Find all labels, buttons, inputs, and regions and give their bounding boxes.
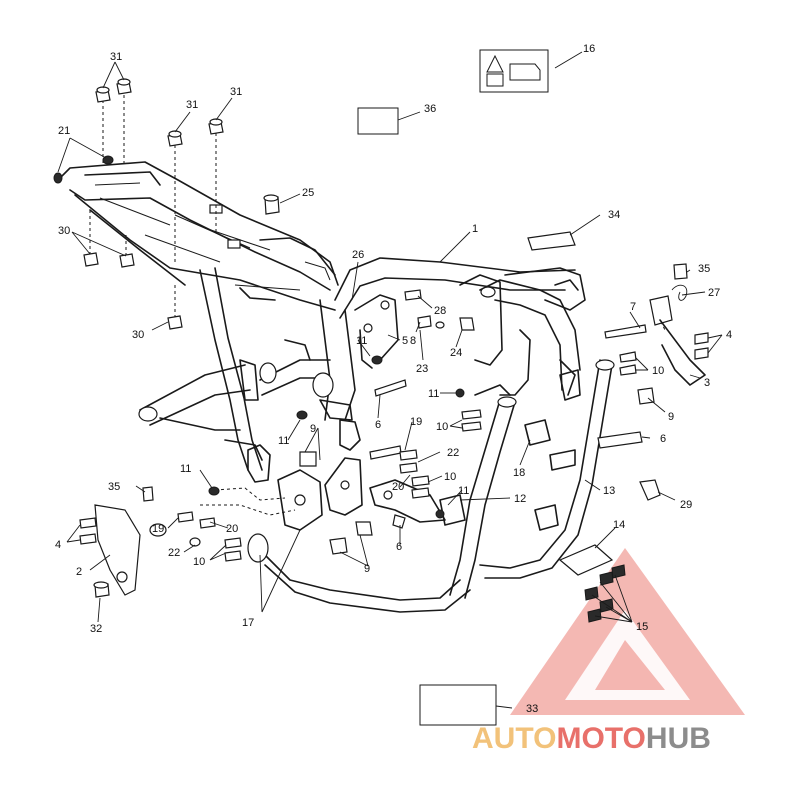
callout-2: 2	[76, 566, 82, 578]
callout-22: 22	[447, 447, 459, 459]
hardware-parts	[53, 78, 709, 623]
leader-lines	[57, 51, 723, 709]
callout-9: 9	[668, 411, 674, 423]
warning-triangle-icon	[486, 54, 504, 73]
oil-can-icon	[509, 63, 541, 81]
callout-25: 25	[302, 187, 314, 199]
callout-15: 15	[636, 621, 648, 633]
main-frame-right	[247, 267, 615, 613]
watermark-triangle-core	[595, 640, 665, 690]
callout-11: 11	[458, 485, 469, 497]
callout-9: 9	[310, 423, 316, 435]
callout-31: 31	[110, 51, 122, 63]
callout-1: 1	[472, 223, 478, 235]
engine-mount-bracket	[299, 317, 655, 555]
plate-14	[558, 544, 614, 576]
callout-12: 12	[514, 493, 526, 505]
clip-29	[639, 479, 661, 501]
pad-34	[527, 231, 576, 251]
callout-35: 35	[698, 263, 710, 275]
callout-8: 8	[410, 335, 416, 347]
callout-30: 30	[132, 329, 144, 341]
callout-32: 32	[90, 623, 102, 635]
callout-labels: 1 2 3 4 4 5 6 6 6 7 8 9 9 9 10 10 10 10 …	[55, 43, 732, 715]
callout-24: 24	[450, 347, 462, 359]
callout-6: 6	[396, 541, 402, 553]
callout-6: 6	[375, 419, 381, 431]
callout-34: 34	[608, 209, 620, 221]
callout-6: 6	[660, 433, 666, 445]
rear-fender-support	[59, 161, 339, 311]
watermark-auto: AUTO	[472, 722, 556, 755]
callout-35: 35	[108, 481, 120, 493]
callout-5: 5	[402, 335, 408, 347]
callout-10: 10	[652, 365, 664, 377]
callout-13: 13	[603, 485, 615, 497]
callout-29: 29	[680, 499, 692, 511]
callout-26: 26	[352, 249, 364, 261]
callout-19: 19	[152, 523, 164, 535]
label-box-36	[357, 107, 399, 135]
label-box-33	[419, 684, 497, 726]
callout-11: 11	[356, 335, 367, 347]
callout-7: 7	[630, 301, 636, 313]
callout-3: 3	[704, 377, 710, 389]
callout-17: 17	[242, 617, 254, 629]
callout-30: 30	[58, 225, 70, 237]
flange-nut-31	[95, 78, 224, 147]
callout-31: 31	[230, 86, 242, 98]
callout-22: 22	[168, 547, 180, 559]
callout-16: 16	[583, 43, 595, 55]
callout-11: 11	[278, 435, 289, 447]
callout-11: 11	[428, 388, 439, 400]
callout-36: 36	[424, 103, 436, 115]
callout-19: 19	[410, 416, 422, 428]
callout-18: 18	[513, 467, 525, 479]
main-frame-body	[199, 257, 576, 531]
callout-31: 31	[186, 99, 198, 111]
watermark-moto: MOTO	[556, 722, 645, 755]
callout-27: 27	[708, 287, 720, 299]
callout-23: 23	[416, 363, 428, 375]
swingarm-left	[138, 364, 251, 431]
alignment-lines	[89, 95, 666, 516]
hex-nut-30	[83, 252, 183, 330]
watermark-text: AUTOMOTOHUB	[472, 722, 711, 755]
bracket-2	[94, 504, 141, 596]
callout-28: 28	[434, 305, 446, 317]
callout-20: 20	[392, 481, 404, 493]
manual-book-icon	[486, 73, 504, 87]
bolt-7	[604, 324, 647, 339]
watermark-hub: HUB	[646, 722, 711, 755]
callout-10: 10	[436, 421, 448, 433]
callout-21: 21	[58, 125, 70, 137]
callout-33: 33	[526, 703, 538, 715]
rivet-21a	[53, 172, 63, 184]
callout-10: 10	[193, 556, 205, 568]
callout-9: 9	[364, 563, 370, 575]
warning-label-box	[479, 49, 549, 93]
bracket-steering	[649, 295, 673, 326]
warning-label-16	[479, 49, 549, 93]
callout-10: 10	[444, 471, 456, 483]
callout-11: 11	[180, 463, 191, 475]
callout-4: 4	[55, 539, 61, 551]
callout-4: 4	[726, 329, 732, 341]
bolt-6-right	[597, 431, 643, 449]
watermark-logo	[510, 548, 745, 715]
callout-14: 14	[613, 519, 625, 531]
callout-20: 20	[226, 523, 238, 535]
bolt-35-right	[673, 263, 688, 280]
